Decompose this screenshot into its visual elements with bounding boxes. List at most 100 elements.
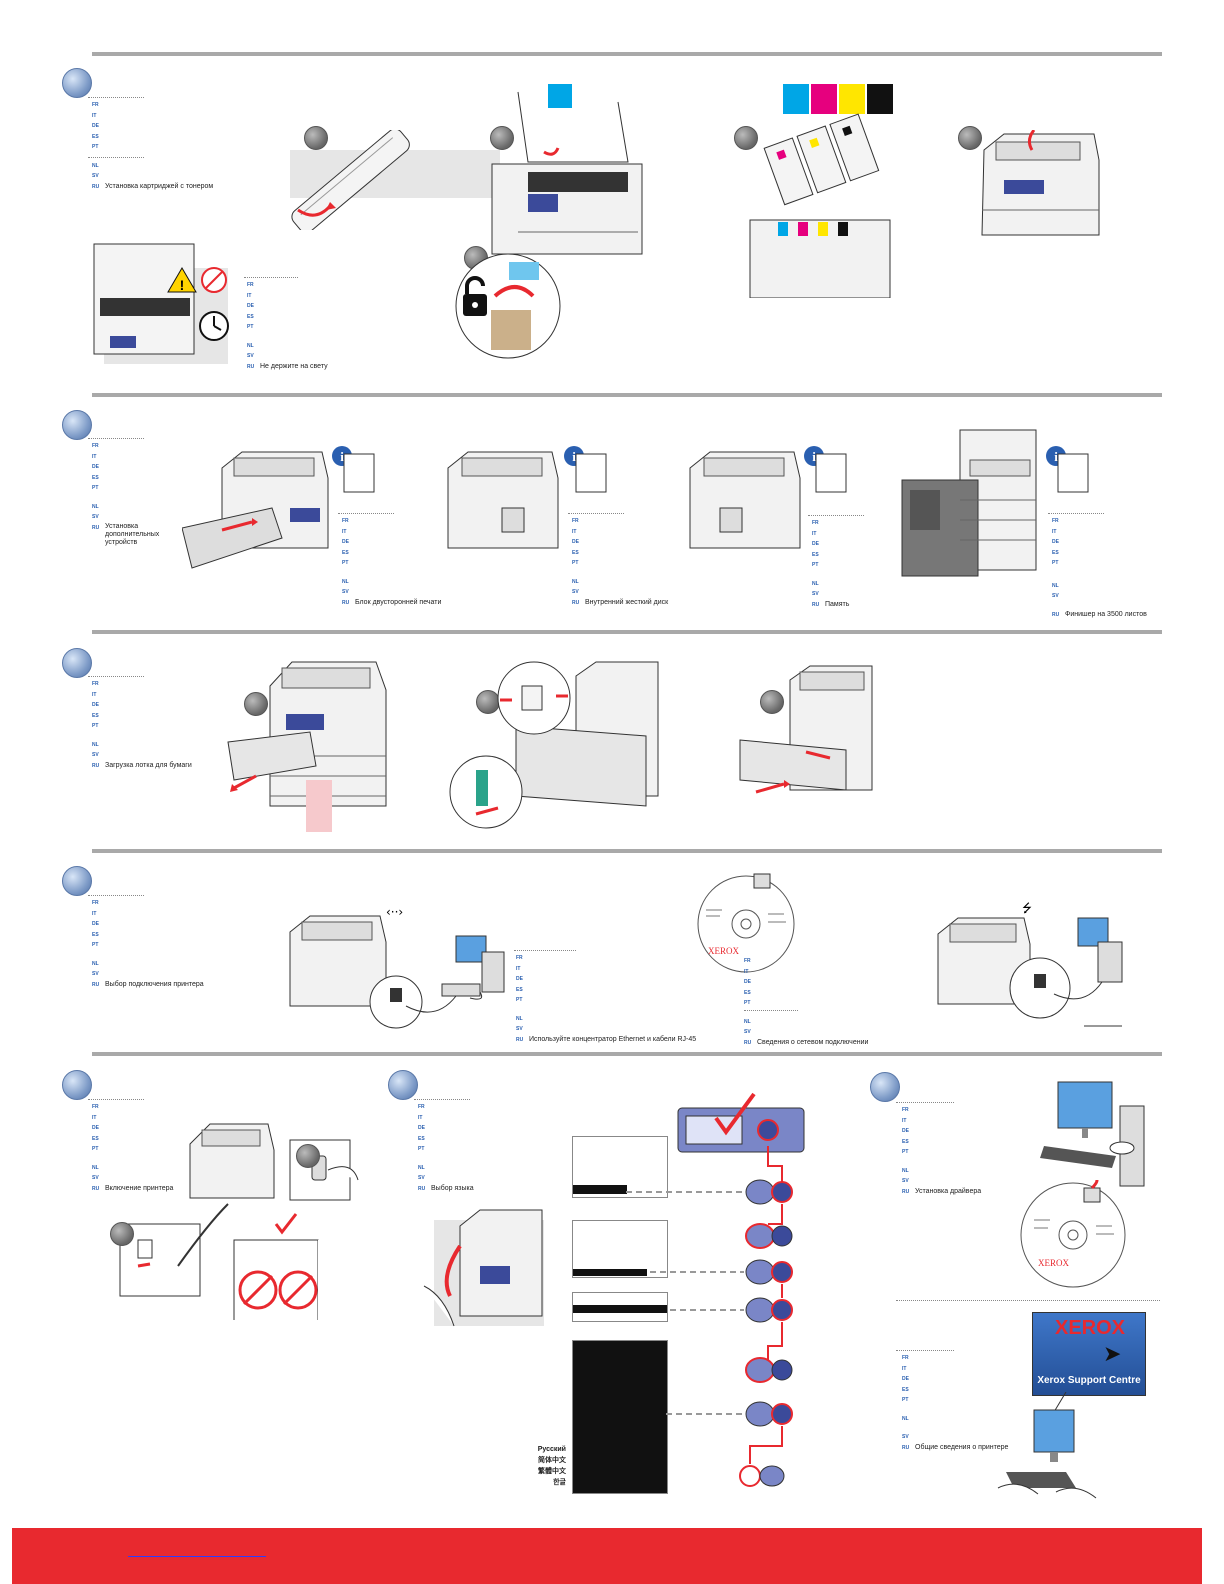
lang-code: RU xyxy=(902,1444,910,1451)
lang-code: DE xyxy=(247,303,254,309)
lang-code: SV xyxy=(92,514,99,520)
menu-selection-bar xyxy=(573,1269,647,1276)
lang-code: RU xyxy=(342,599,350,606)
power-title: Включение принтера xyxy=(105,1184,174,1192)
lang-code: SV xyxy=(744,1029,751,1035)
lang-code: DE xyxy=(744,979,751,985)
sub-step-marker xyxy=(490,126,514,150)
step-marker xyxy=(870,1072,900,1102)
lang-code: ES xyxy=(516,986,523,993)
lang-code: FR xyxy=(902,1355,909,1361)
step-marker xyxy=(62,866,92,896)
lang-code: ES xyxy=(812,551,819,558)
language-menu-screen xyxy=(572,1340,668,1494)
lang-code: IT xyxy=(744,968,749,975)
lang-code: RU xyxy=(92,762,100,769)
lang-code: DE xyxy=(342,539,349,545)
info-icon: i xyxy=(330,444,378,496)
lang-code: DE xyxy=(516,976,523,982)
lang-code: NL xyxy=(1052,582,1059,589)
lang-code: SV xyxy=(247,353,254,359)
info-icon: i xyxy=(802,444,850,496)
options-title: Установка дополнительных устройств xyxy=(105,522,160,546)
separator xyxy=(896,1102,954,1103)
separator xyxy=(744,1010,798,1011)
lang-code: RU xyxy=(92,981,100,988)
sub-step-marker xyxy=(958,126,982,150)
lang-code: FR xyxy=(92,102,99,108)
usb-connection-illustration: ⭍ xyxy=(934,898,1126,1028)
separator xyxy=(88,895,144,896)
duplex-unit-illustration xyxy=(182,448,332,572)
connection-title: Выбор подключения принтера xyxy=(105,980,204,988)
lang-code: PT xyxy=(92,144,99,150)
lang-code: IT xyxy=(92,453,97,460)
lang-code: PT xyxy=(812,562,819,568)
lang-code: ES xyxy=(902,1138,909,1145)
lang-code: DE xyxy=(812,541,819,547)
lang-code: FR xyxy=(92,1104,99,1110)
lang-code: PT xyxy=(92,942,99,948)
lang-code: SV xyxy=(418,1175,425,1181)
ethernet-connection-illustration: ‹··› xyxy=(286,902,512,1030)
separator xyxy=(88,1099,144,1100)
step-marker xyxy=(62,648,92,678)
language-option[interactable]: 简体中文 xyxy=(538,1457,566,1464)
software-cd-illustration xyxy=(692,870,802,974)
section-divider xyxy=(92,393,1162,397)
computer-cd-illustration xyxy=(1036,1076,1146,1190)
lang-code: NL xyxy=(418,1164,425,1171)
separator xyxy=(414,1099,470,1100)
lang-code: FR xyxy=(516,955,523,961)
lang-code: ES xyxy=(418,1135,425,1142)
lang-code: NL xyxy=(744,1018,751,1025)
separator xyxy=(88,676,144,677)
lang-code: DE xyxy=(92,702,99,708)
lang-code: SV xyxy=(902,1434,909,1440)
lang-code: NL xyxy=(516,1015,523,1022)
lang-code: ES xyxy=(572,549,579,556)
cd-brand-label: XEROX xyxy=(708,946,739,956)
section-divider xyxy=(92,1052,1162,1056)
lang-code: ES xyxy=(342,549,349,556)
menu-screen xyxy=(572,1220,668,1278)
footer-link[interactable] xyxy=(128,1556,266,1557)
language-option[interactable]: Русский xyxy=(537,1446,566,1453)
lang-code: ES xyxy=(92,712,99,719)
lang-code: ES xyxy=(744,989,751,996)
language-option[interactable]: 한글 xyxy=(553,1479,566,1486)
lang-code: ES xyxy=(92,1135,99,1142)
language-option[interactable]: 繁體中文 xyxy=(538,1468,566,1475)
lang-code: SV xyxy=(572,589,579,595)
control-panel-illustration xyxy=(676,1090,806,1154)
memory-illustration xyxy=(684,448,808,558)
lang-code: NL xyxy=(247,342,254,349)
power-switch-illustration xyxy=(420,1206,544,1328)
lang-code: IT xyxy=(572,528,577,535)
finisher-caption: Финишер на 3500 листов xyxy=(1065,610,1147,618)
separator xyxy=(808,515,864,516)
lang-code: PT xyxy=(744,1000,751,1006)
sub-step-marker xyxy=(244,692,268,716)
lang-code: PT xyxy=(92,485,99,491)
separator xyxy=(338,513,394,514)
lang-code: SV xyxy=(92,1175,99,1181)
lang-code: SV xyxy=(342,589,349,595)
closed-printer-illustration xyxy=(974,130,1104,240)
lang-code: RU xyxy=(572,599,580,606)
lang-code: PT xyxy=(342,560,349,566)
lang-code: PT xyxy=(92,723,99,729)
info-icon: i xyxy=(1044,444,1092,496)
lang-code: RU xyxy=(812,601,820,608)
lang-code: DE xyxy=(572,539,579,545)
lang-code: NL xyxy=(902,1415,909,1422)
lang-code: PT xyxy=(902,1397,909,1403)
support-centre-banner[interactable]: XEROX Xerox Support Centre ➤ xyxy=(1032,1312,1146,1396)
lang-code: NL xyxy=(92,960,99,967)
svg-text:i: i xyxy=(812,449,816,464)
